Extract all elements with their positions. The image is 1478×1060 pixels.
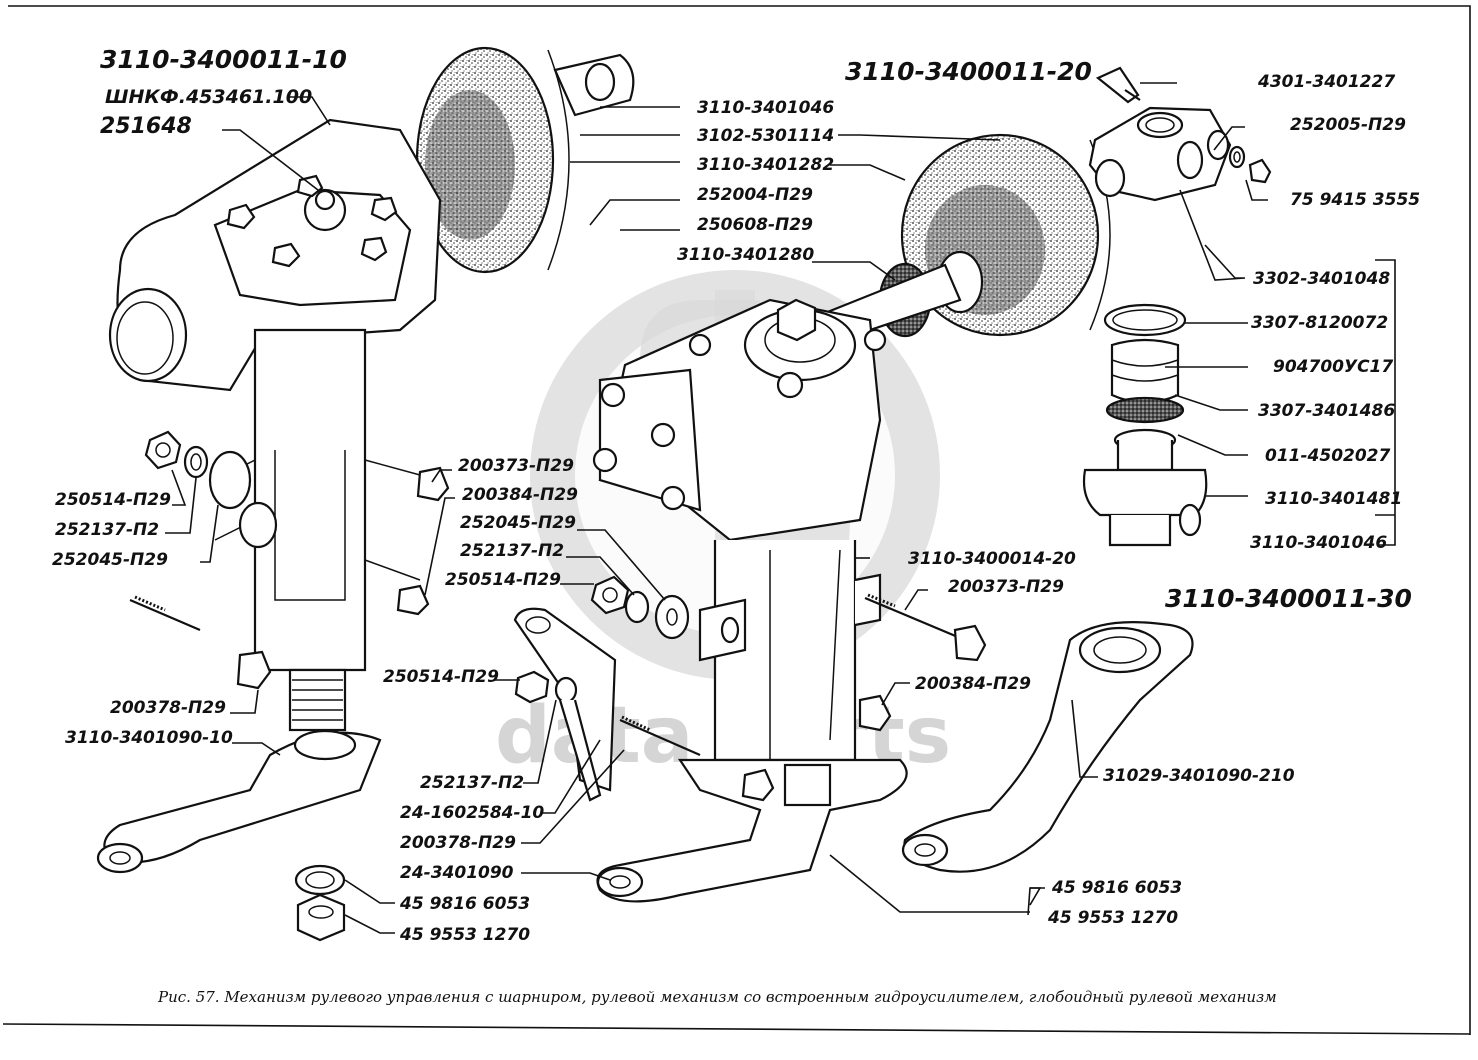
part-label: 250514-П29 (383, 667, 499, 687)
part-label: 24-3401090 (400, 863, 514, 883)
part-label: 250514-П29 (55, 490, 171, 510)
part-label: 3307-8120072 (1251, 313, 1388, 333)
part-label: 3102-5301114 (697, 126, 834, 146)
part-label: 200384-П29 (462, 485, 578, 505)
part-label: 4301-3401227 (1257, 72, 1395, 92)
part-label: 011-4502027 (1265, 446, 1391, 466)
part-labels: ШНКФ.453461.100 251648 3110-3401046 3102… (52, 72, 1420, 945)
cardan-joint-parts (1082, 66, 1272, 547)
part-label: 45 9816 6053 (399, 894, 530, 914)
part-label: 904700УС17 (1273, 357, 1393, 377)
part-label: 3110-3401481 (1265, 489, 1402, 509)
part-label: 252004-П29 (697, 185, 813, 205)
part-label: 252137-П2 (460, 541, 564, 561)
part-label: 200378-П29 (400, 833, 516, 853)
part-label: 45 9553 1270 (399, 925, 530, 945)
figure-caption: Рис. 57. Механизм рулевого управления с … (157, 988, 1277, 1006)
part-label: 252137-П2 (55, 520, 159, 540)
part-label: 31029-3401090-210 (1103, 766, 1295, 786)
page-frame (2, 5, 1471, 1035)
assembly-title-30: 3110-3400011-30 (1165, 584, 1412, 613)
part-label: 252005-П29 (1290, 115, 1406, 135)
part-label: 45 9816 6053 (1051, 878, 1182, 898)
assembly-title-10: 3110-3400011-10 (100, 45, 347, 74)
part-label: 3110-3401046 (697, 98, 834, 118)
part-label: 3302-3401048 (1253, 269, 1390, 289)
part-label: 200384-П29 (915, 674, 1031, 694)
part-label: 250608-П29 (697, 215, 813, 235)
globoid-arm-drawing (901, 621, 1194, 873)
part-label: 3110-3401046 (1250, 533, 1387, 553)
part-label: 45 9553 1270 (1047, 908, 1178, 928)
part-label: 3110-3400014-20 (908, 549, 1076, 569)
gear-column (253, 328, 367, 672)
part-label: 200373-П29 (458, 456, 574, 476)
assembly-title-20: 3110-3400011-20 (845, 57, 1092, 86)
part-label: 250514-П29 (445, 570, 561, 590)
part-label: 251648 (100, 114, 192, 139)
part-label: 24-1602584-10 (400, 803, 544, 823)
part-label: ШНКФ.453461.100 (105, 86, 312, 108)
part-label: 3110-3401280 (677, 245, 814, 265)
part-label: 200378-П29 (110, 698, 226, 718)
part-label: 200373-П29 (948, 577, 1064, 597)
steering-gear-20-drawing (513, 133, 1111, 903)
part-label: 252137-П2 (420, 773, 524, 793)
part-label: 252045-П29 (52, 550, 168, 570)
part-label: 3110-3401090-10 (65, 728, 233, 748)
part-label: 75 9415 3555 (1290, 190, 1420, 210)
part-label: 3307-3401486 (1258, 401, 1395, 421)
pitman-arm-30 (903, 621, 1194, 873)
part-label: 3110-3401282 (697, 155, 834, 175)
part-label: 252045-П29 (460, 513, 576, 533)
leader-lines (165, 82, 1396, 934)
steering-gear-10-drawing (96, 46, 635, 942)
